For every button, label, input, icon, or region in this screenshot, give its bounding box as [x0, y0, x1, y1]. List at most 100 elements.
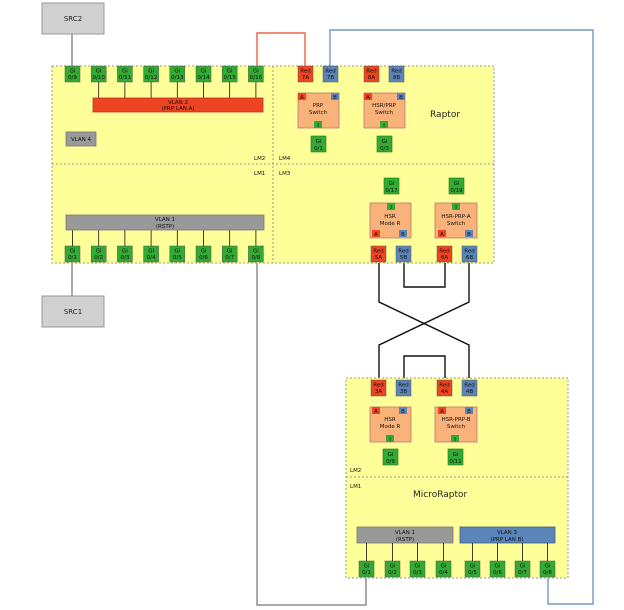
micro-port-0-4[interactable]: Gi0/4: [435, 560, 452, 578]
raptor-hsr-mode-r-switch[interactable]: I HSR Mode R A B: [369, 202, 412, 239]
raptor-port-0-9[interactable]: Gi0/9: [64, 65, 81, 83]
raptor-lm4-gi0-1-port[interactable]: Gi 0/1: [310, 135, 327, 153]
raptor-red-5b-port-l1: Red: [398, 249, 408, 255]
raptor-gi0-19-port[interactable]: Gi 0/19: [448, 177, 465, 195]
hsr-prp-b-port-a: A: [440, 409, 444, 415]
raptor-port-0-14[interactable]: Gi0/14: [195, 65, 212, 83]
raptor-vlan4-label: VLAN 4: [71, 137, 92, 143]
micro-red-3b-port-l2: 3B: [400, 389, 407, 395]
raptor-port-0-3[interactable]: Gi0/3: [117, 245, 133, 263]
raptor-top-port-row: Gi0/9 Gi0/10 Gi0/11 Gi0/12 Gi0/13 Gi0/14 Gi0/1…: [64, 65, 264, 98]
raptor-port-0-11-l2: 0/11: [119, 75, 131, 81]
raptor-port-0-8-l2: 0/8: [251, 255, 260, 261]
raptor-port-0-14-l2: 0/14: [197, 75, 210, 81]
raptor-port-0-10-l2: 0/10: [93, 75, 106, 81]
raptor-port-0-10[interactable]: Gi0/10: [90, 65, 107, 83]
raptor-port-0-1[interactable]: Gi0/1: [64, 245, 81, 263]
hsrprp-port-b: B: [399, 95, 403, 101]
micro-port-0-2-l1: Gi: [390, 564, 396, 570]
raptor-vlan2-bar[interactable]: VLAN 2 (PRP LAN A): [92, 97, 264, 113]
raptor-gi0-17-port[interactable]: Gi 0/17: [383, 177, 400, 195]
raptor-red-6a-port-l2: 6A: [441, 255, 448, 261]
micro-port-0-4-l2: 0/4: [439, 570, 448, 576]
raptor-hsr-title: HSR: [384, 214, 396, 220]
micro-hsr-prp-b-switch[interactable]: A B HSR-PRP-B Switch I: [434, 406, 478, 443]
src1-node[interactable]: SRC1: [41, 295, 105, 328]
micro-port-0-3[interactable]: Gi0/3: [409, 560, 426, 578]
micro-lm1-label: LM1: [350, 484, 361, 490]
raptor-port-0-5-l2: 0/5: [173, 255, 182, 261]
raptor-port-0-16[interactable]: Gi0/16: [248, 65, 264, 83]
raptor-port-0-8[interactable]: Gi0/8: [248, 245, 264, 263]
lm4-gi0-1-l1: Gi: [316, 139, 322, 145]
raptor-port-0-15[interactable]: Gi0/15: [221, 65, 238, 83]
raptor-port-0-6[interactable]: Gi0/6: [195, 245, 212, 263]
raptor-vlan2-subtitle: (PRP LAN A): [161, 106, 194, 112]
src2-label: SRC2: [64, 15, 82, 23]
raptor-lm4-label: LM4: [279, 156, 291, 162]
raptor-port-0-12[interactable]: Gi0/12: [143, 65, 159, 83]
raptor-port-0-3-l1: Gi: [122, 249, 128, 255]
micro-red-4a-port-l2: 4A: [441, 389, 448, 395]
raptor-red-5a-port-l1: Red: [373, 249, 383, 255]
micro-hsr-title: HSR: [384, 417, 396, 423]
raptor-lm4-gi0-3-port[interactable]: Gi 0/3: [376, 135, 393, 153]
micro-vlan1-bar[interactable]: VLAN 1 (RSTP): [356, 526, 454, 544]
raptor-port-0-7[interactable]: Gi0/7: [221, 245, 238, 263]
raptor-port-0-4[interactable]: Gi0/4: [143, 245, 159, 263]
src1-label: SRC1: [64, 308, 82, 316]
link-red7b-micro-gi0-8: [329, 29, 594, 605]
raptor-port-0-8-l1: Gi: [253, 249, 259, 255]
raptor-port-0-1-l2: 0/1: [68, 255, 77, 261]
prp-port-b: B: [333, 95, 337, 101]
lm4-gi0-3-l2: 0/3: [380, 146, 389, 152]
micro-port-0-2-l2: 0/2: [388, 570, 397, 576]
raptor-port-0-5[interactable]: Gi0/5: [169, 245, 186, 263]
micro-hsr-mode-r-switch[interactable]: A B HSR Mode R I: [369, 406, 412, 443]
raptor-port-0-2[interactable]: Gi0/2: [90, 245, 107, 263]
src2-node[interactable]: SRC2: [41, 2, 105, 35]
raptor-port-0-7-l2: 0/7: [225, 255, 234, 261]
raptor-red-8a-port-l2: 8A: [368, 75, 375, 81]
raptor-red-8b-port-l2: 8B: [393, 75, 400, 81]
micro-port-0-6-l1: Gi: [495, 564, 501, 570]
raptor-red-5a-port-l2: 5A: [375, 255, 382, 261]
raptor-port-0-11[interactable]: Gi0/11: [117, 65, 133, 83]
micro-port-0-1[interactable]: Gi0/1: [358, 560, 375, 578]
micro-port-0-2[interactable]: Gi0/2: [384, 560, 401, 578]
raptor-hsrprp-switch[interactable]: A B HSR/PRP Switch I: [363, 92, 406, 129]
raptor-vlan4-box[interactable]: VLAN 4: [65, 131, 97, 147]
ring-6b-3a: [378, 262, 470, 380]
micro-port-0-3-l2: 0/3: [413, 570, 422, 576]
micro-port-0-7[interactable]: Gi0/7: [514, 560, 531, 578]
raptor-hsr-prp-a-switch[interactable]: I HSR-PRP-A Switch A B: [434, 202, 478, 239]
micro-vlan3-bar[interactable]: VLAN 3 (PRP LAN B): [459, 526, 556, 544]
micro-port-0-6[interactable]: Gi0/6: [489, 560, 506, 578]
raptor-vlan1-bar[interactable]: VLAN 1 (RSTP): [65, 214, 265, 231]
micro-gi0-11-l1: Gi: [453, 452, 459, 458]
raptor-prp-switch[interactable]: A B PRP Switch I: [297, 92, 340, 129]
micro-port-0-6-l2: 0/6: [493, 570, 502, 576]
raptor-lm2-label: LM2: [254, 156, 265, 162]
micro-gi0-11-port[interactable]: Gi 0/11: [447, 448, 464, 466]
micro-port-0-5[interactable]: Gi0/5: [464, 560, 481, 578]
raptor-port-0-13[interactable]: Gi0/13: [169, 65, 186, 83]
micro-gi0-9-port[interactable]: Gi 0/9: [382, 448, 399, 466]
hsr-prp-b-subtitle: Switch: [447, 424, 466, 430]
micro-port-0-8[interactable]: Gi0/8: [539, 560, 556, 578]
